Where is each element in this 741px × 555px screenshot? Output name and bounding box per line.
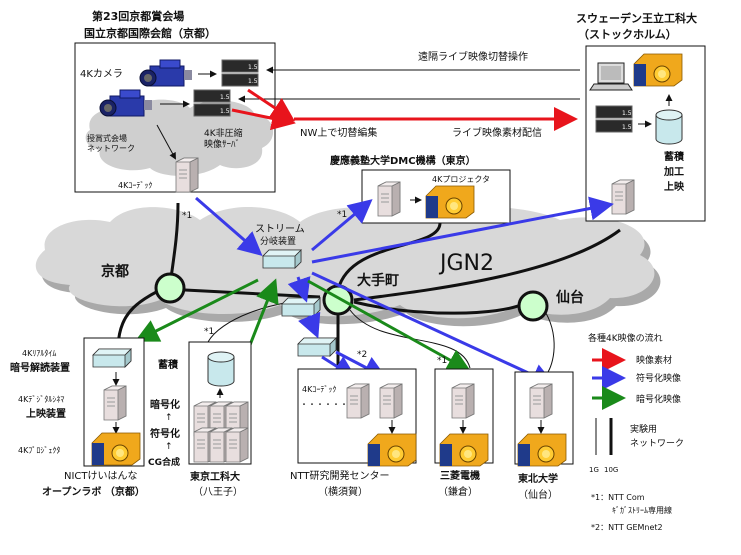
legend-label: 暗号化映像 xyxy=(636,393,681,405)
tokyo-process-4: ↑ xyxy=(165,442,173,452)
network-label-1: 授賞式会場 xyxy=(87,133,127,143)
note-mark: *1 xyxy=(437,356,447,366)
note-1-line2: ｷﾞｶﾞｽﾄﾘｰﾑ専用線 xyxy=(612,505,672,515)
sendai-node xyxy=(517,290,549,322)
mitsubishi-title-1: 三菱電機 xyxy=(440,469,480,482)
sweden-storage-3: 上映 xyxy=(664,180,685,193)
codec-label: 4Kｺｰﾃﾞｯｸ xyxy=(118,181,152,190)
projector-icon xyxy=(425,185,475,219)
tohoku-title-2: （仙台） xyxy=(518,488,558,501)
storage-icon xyxy=(655,109,683,145)
tokyo-koka-title-2: （八王子） xyxy=(193,486,243,498)
network-label-2: ネットワーク xyxy=(87,144,135,153)
nict-cinema-label-2: 上映装置 xyxy=(26,407,66,420)
projector-icon xyxy=(633,53,683,87)
nict-decoder-label-1: 4Kﾘｱﾙﾀｲﾑ xyxy=(22,349,56,358)
splitter-label-1: ストリーム xyxy=(255,223,305,235)
tokyo-process-0: 蓄積 xyxy=(158,358,179,371)
ntt-codec-label: 4Kｺｰﾃﾞｯｸ xyxy=(302,385,336,394)
tokyo-process-5: CG合成 xyxy=(148,456,180,468)
ntt-title-2: （横須賀） xyxy=(318,485,368,498)
tokyo-process-3: 符号化 xyxy=(150,427,180,440)
4k-codec-icon xyxy=(175,157,199,193)
legend-1g-label: 1G xyxy=(589,466,599,474)
legend-label: 映像素材 xyxy=(636,354,672,366)
red-flow-arrow xyxy=(231,106,296,131)
legend: 各種4K映像の流れ 映像素材 符号化映像 暗号化映像 実験用 ネットワーク 1G… xyxy=(588,332,684,474)
projector-icon xyxy=(367,433,417,467)
codec-server-icon xyxy=(611,179,635,215)
server-label-1: 4K非圧縮 xyxy=(204,127,243,139)
nict-title-2: オープンラボ （京都） xyxy=(42,485,145,498)
note-mark: *1 xyxy=(204,327,214,337)
server-cluster-icon xyxy=(193,401,249,463)
camera-label: 4Kカメラ xyxy=(80,68,123,80)
note-mark: *1 xyxy=(182,211,192,221)
remote-switch-label: 遠隔ライブ映像切替操作 xyxy=(418,50,528,63)
green-flows xyxy=(134,278,472,372)
sendai-node-label: 仙台 xyxy=(556,289,584,306)
note-mark: *1 xyxy=(337,210,347,220)
stream-splitter-icon xyxy=(281,297,321,317)
codec-server-icon xyxy=(379,383,403,419)
projector-icon xyxy=(439,433,489,467)
legend-network-2: ネットワーク xyxy=(630,438,684,449)
jgn2-label: JGN2 xyxy=(438,251,494,276)
projector-icon xyxy=(91,432,141,466)
kyoto-venue-title-2: 国立京都国際会館（京都） xyxy=(84,26,216,40)
nict-cinema-label-1: 4Kﾃﾞｼﾞﾀﾙｼﾈﾏ xyxy=(18,395,64,404)
legend-title: 各種4K映像の流れ xyxy=(588,332,663,344)
tokyo-process-1: 暗号化 xyxy=(150,398,180,411)
storage-icon xyxy=(207,351,235,387)
nw-edit-label: NW上で切替編集 xyxy=(300,126,377,139)
projector-icon xyxy=(517,433,567,467)
sweden-storage-1: 蓄積 xyxy=(664,150,685,163)
stream-splitter-icon xyxy=(297,337,337,357)
kyoto-node-label: 京都 xyxy=(101,263,129,280)
kyoto-node xyxy=(154,272,186,304)
live-delivery-label: ライブ映像素材配信 xyxy=(452,126,542,139)
ntt-dots: ・・・・・・・・・ xyxy=(300,400,372,409)
legend-label: 符号化映像 xyxy=(636,372,681,384)
sweden-title-2: （ストックホルム） xyxy=(578,28,677,41)
note-2: *2：NTT GEMnet2 xyxy=(591,523,663,532)
legend-10g-label: 10G xyxy=(604,466,618,474)
codec-server-icon xyxy=(451,383,475,419)
nict-title-1: NICTけいはんな xyxy=(64,470,138,482)
server-label-2: 映像ｻｰﾊﾞ xyxy=(204,138,240,150)
mitsubishi-title-2: （鎌倉） xyxy=(438,485,478,498)
sweden-storage-2: 加工 xyxy=(663,165,684,178)
kyoto-venue-title-1: 第23回京都賞会場 xyxy=(92,9,184,23)
codec-server-icon xyxy=(346,383,370,419)
note-mark: *2 xyxy=(357,350,367,360)
ntt-title-1: NTT研究開発センター xyxy=(290,469,390,482)
jgn2-cloud xyxy=(35,206,661,327)
tokyo-koka-title-1: 東京工科大 xyxy=(190,470,240,483)
legend-network-1: 実験用 xyxy=(630,423,657,435)
tokyo-process-2: ↑ xyxy=(165,413,173,423)
venue-cloud xyxy=(85,99,274,176)
codec-server-icon xyxy=(377,181,401,217)
sweden-title-1: スウェーデン王立工科大 xyxy=(576,11,697,25)
keio-title: 慶應義塾大学DMC機構（東京） xyxy=(330,154,476,167)
keio-projector-label: 4Kプロジェクタ xyxy=(432,175,490,184)
tohoku-title-1: 東北大学 xyxy=(518,472,558,485)
nict-projector-label: 4Kﾌﾟﾛｼﾞｪｸﾀ xyxy=(18,446,60,455)
note-1-line1: *1：NTT Com xyxy=(591,493,645,502)
codec-server-icon xyxy=(529,383,553,419)
splitter-label-2: 分岐装置 xyxy=(260,235,296,247)
otemachi-node-label: 大手町 xyxy=(357,272,399,289)
nict-decoder-label-2: 暗号解読装置 xyxy=(10,361,70,374)
laptop-icon xyxy=(589,62,633,91)
decoder-icon xyxy=(92,348,132,368)
cinema-server-icon xyxy=(103,385,127,421)
stream-splitter-icon xyxy=(262,249,302,269)
